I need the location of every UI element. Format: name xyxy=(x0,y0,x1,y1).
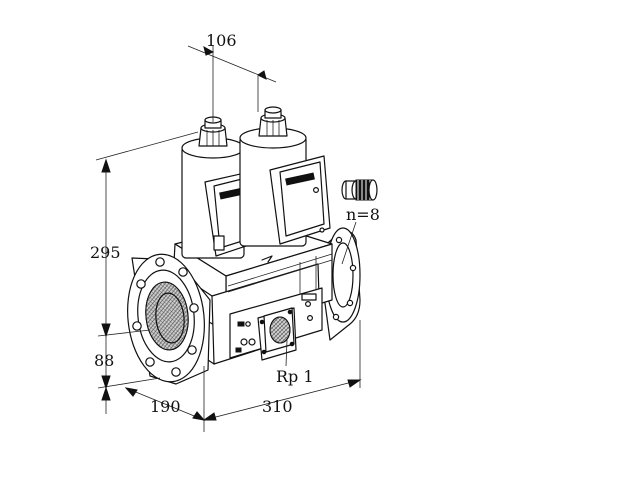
flow-arrow xyxy=(261,255,273,263)
label-pipe-thread: Rp 1 xyxy=(276,367,314,386)
dimension-labels: 106 295 88 190 310 Rp 1 n=8 xyxy=(90,31,380,416)
side-port xyxy=(257,307,297,361)
valve-illustration xyxy=(127,106,378,385)
solenoid-coil-right xyxy=(239,106,331,247)
cable-gland xyxy=(341,179,378,201)
dimension-lines xyxy=(95,45,362,432)
label-length: 310 xyxy=(262,397,293,416)
label-top-width: 106 xyxy=(206,31,237,50)
label-count: n=8 xyxy=(346,205,380,224)
label-depth: 190 xyxy=(150,397,181,416)
left-flange xyxy=(127,253,211,385)
label-height: 295 xyxy=(90,243,121,262)
label-base-height: 88 xyxy=(94,351,114,370)
